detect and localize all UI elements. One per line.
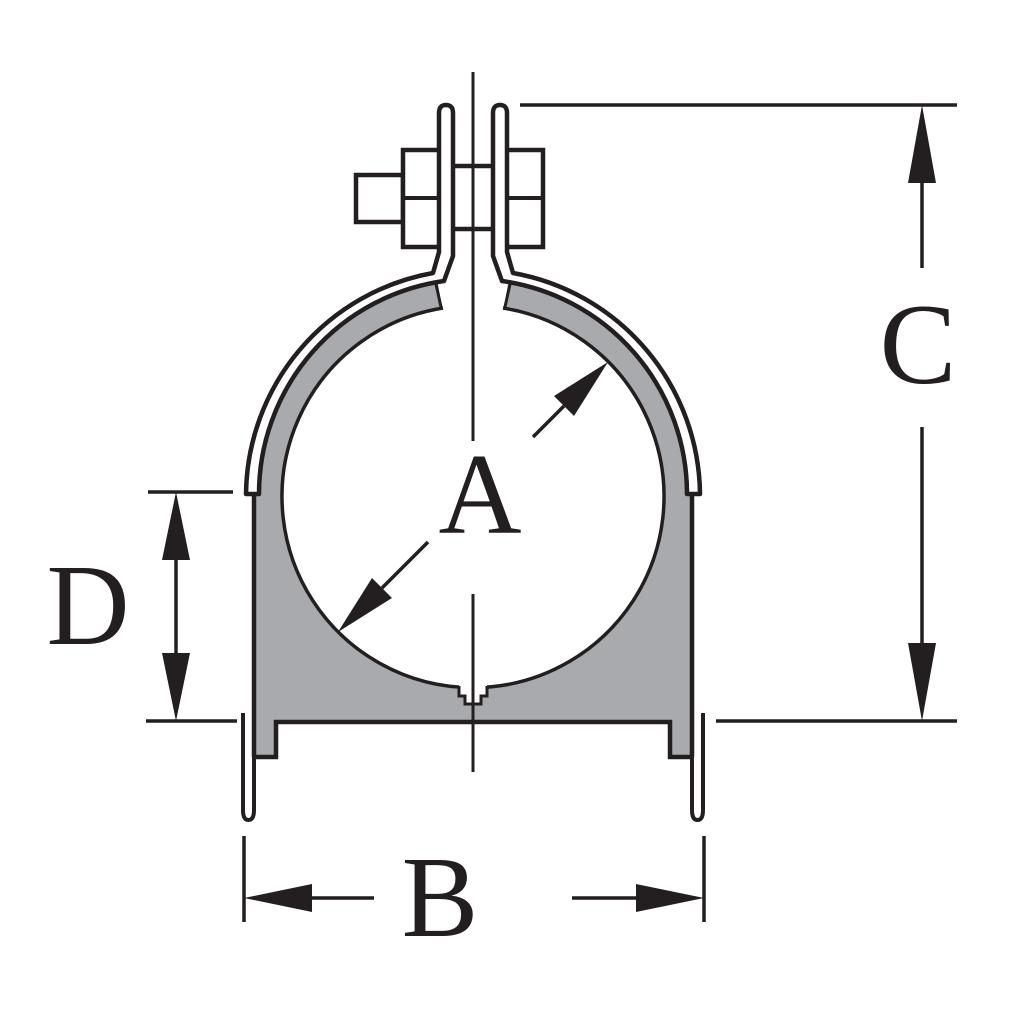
cushion-band-right	[503, 283, 691, 502]
right-leg-tab	[690, 713, 705, 823]
cushion-right-end-cap	[503, 283, 512, 308]
left-leg-tab	[241, 713, 256, 823]
bolt-head	[353, 172, 406, 225]
dimension-C: C	[520, 103, 957, 723]
dim-label-a: A	[438, 431, 521, 558]
strap-left-half-with-ear	[243, 102, 456, 497]
dim-c-bottom-arrowhead	[908, 643, 936, 721]
dim-label-d: D	[46, 542, 129, 669]
dimension-D: D	[46, 490, 237, 723]
dim-b-right-arrowhead	[636, 884, 704, 912]
dim-a-lower-shaft	[380, 540, 430, 590]
dim-label-b: B	[402, 834, 479, 961]
dim-d-top-arrowhead	[162, 492, 190, 560]
dim-c-top-arrowhead	[908, 105, 936, 183]
dim-b-left-arrowhead	[244, 884, 312, 912]
cushion-left-end-cap	[434, 283, 443, 308]
dim-a-upper-arrowhead	[554, 362, 608, 416]
dimension-B: B	[242, 834, 706, 961]
cushion-band-left	[255, 283, 443, 502]
dim-a-upper-shaft	[531, 404, 566, 439]
dim-d-bottom-arrowhead	[162, 653, 190, 721]
dimension-A: A	[338, 362, 608, 632]
dim-a-lower-arrowhead	[338, 578, 392, 632]
dim-label-c: C	[880, 281, 957, 408]
strap-right-half-with-ear	[490, 102, 703, 497]
